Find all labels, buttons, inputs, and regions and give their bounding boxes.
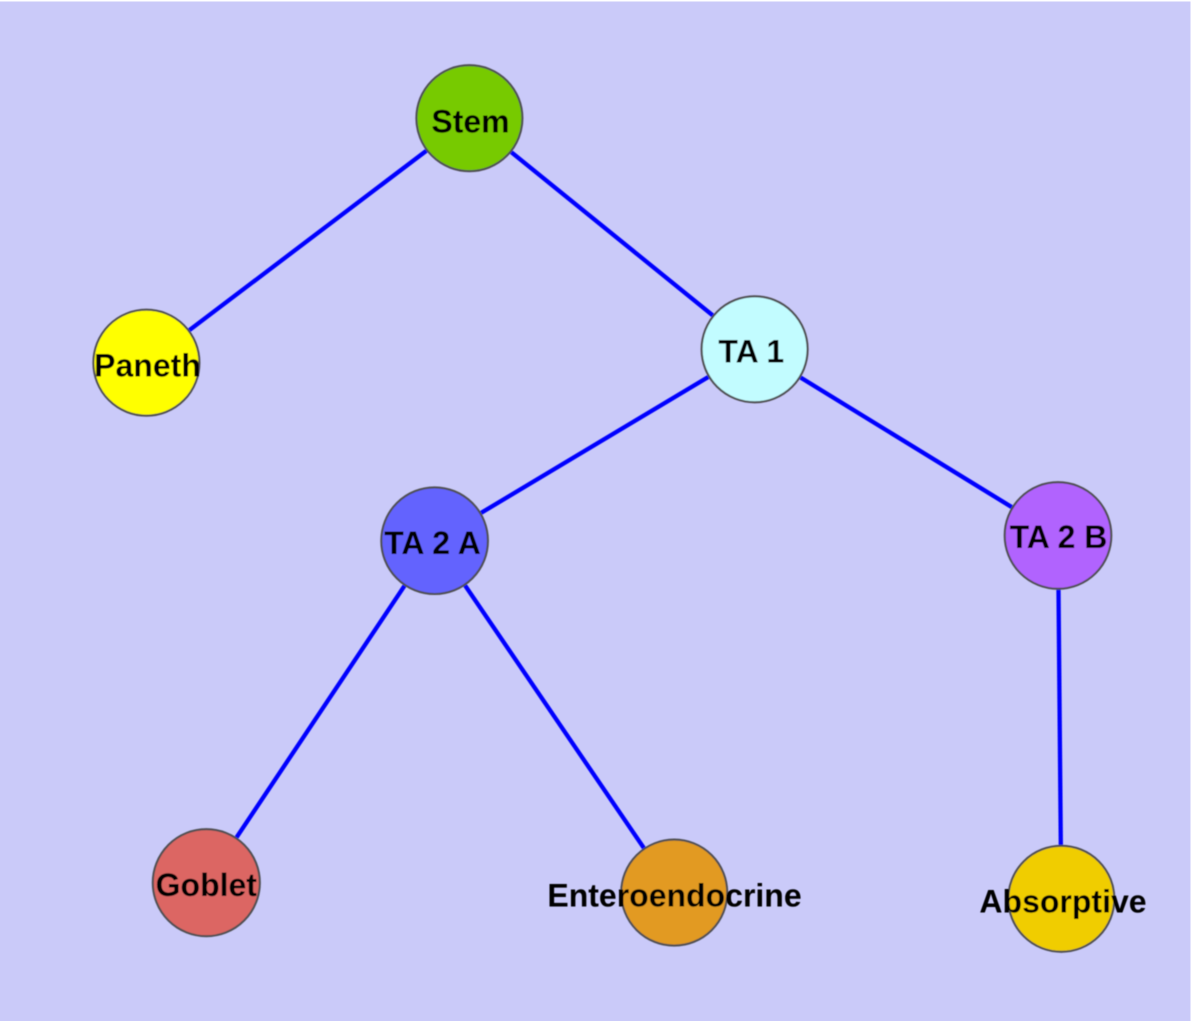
- svg-text:Paneth: Paneth: [94, 348, 201, 384]
- svg-text:Enteroendocrine: Enteroendocrine: [547, 877, 801, 913]
- svg-text:TA 1: TA 1: [718, 334, 784, 370]
- svg-text:TA 2 B: TA 2 B: [1010, 519, 1108, 555]
- svg-text:Goblet: Goblet: [156, 867, 258, 903]
- svg-text:TA 2 A: TA 2 A: [384, 525, 481, 561]
- svg-text:Absorptive: Absorptive: [979, 884, 1146, 920]
- svg-text:Stem: Stem: [431, 103, 509, 139]
